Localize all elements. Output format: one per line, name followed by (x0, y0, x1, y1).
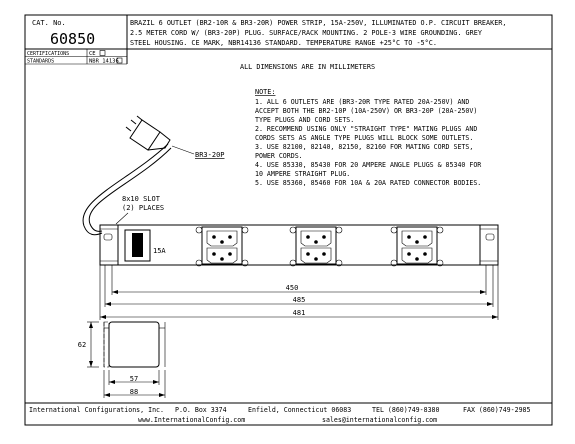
outlet-group-3 (390, 226, 444, 267)
sheet-border (24, 14, 553, 426)
dimension-450: 450 (286, 284, 299, 292)
certifications-value: CE (89, 51, 96, 57)
dimension-57: 57 (130, 375, 138, 383)
ce-checkbox-icon (99, 50, 106, 56)
breaker-rating: 15A (153, 247, 166, 255)
outlet-icon (206, 247, 238, 264)
notes-heading: NOTE: (255, 88, 275, 96)
footer-city: Enfield, Connecticut 06083 (248, 406, 351, 414)
certifications-label: CERTIFICATIONS (27, 51, 69, 57)
outlet-group-2 (289, 226, 343, 267)
plug-icon (125, 115, 171, 151)
mounting-slot-right (485, 233, 495, 241)
notes-list: 1. ALL 6 OUTLETS ARE (BR3-20R TYPE RATED… (255, 98, 481, 187)
plug-label: BR3-20P (195, 151, 225, 159)
dimension-485: 485 (293, 296, 306, 304)
footer-fax: FAX (860)749-2985 (463, 406, 531, 414)
footer-tel: TEL (860)749-8380 (372, 406, 440, 414)
note-line: 4. USE 85330, 85430 FOR 20 AMPERE ANGLE … (255, 161, 481, 169)
description-line-3: STEEL HOUSING. CE MARK, NBR14136 STANDAR… (130, 39, 437, 47)
power-cord-inner (88, 147, 172, 232)
outlet-icon (206, 230, 238, 247)
footer-pobox: P.O. Box 3374 (175, 406, 227, 414)
description-line-2: 2.5 METER CORD W/ (BR3-20P) PLUG. SURFAC… (130, 29, 482, 37)
note-line: POWER CORDS. (255, 152, 303, 160)
note-line: ACCEPT BOTH THE BR2-10P (10A-250V) OR BR… (255, 107, 477, 115)
plug-leader (171, 145, 195, 155)
footer-web: www.InternationalConfig.com (138, 416, 245, 424)
end-view-dimensions (87, 321, 166, 398)
footer-email: sales@internationalconfig.com (322, 416, 437, 424)
outlet-icon (401, 230, 433, 247)
cat-number: 60850 (50, 30, 95, 48)
note-line: CORDS SETS AS ANGLE TYPE PLUGS WILL BLOC… (255, 134, 473, 142)
outlet-icon (300, 247, 332, 264)
outlet-icon (401, 247, 433, 264)
footer-company: International Configurations, Inc. (29, 406, 164, 414)
note-line: 1. ALL 6 OUTLETS ARE (BR3-20R TYPE RATED… (255, 98, 469, 106)
slot-label-2: (2) PLACES (122, 204, 164, 212)
dimension-62: 62 (78, 341, 86, 349)
note-line: 2. RECOMMEND USING ONLY "STRAIGHT TYPE" … (255, 125, 477, 133)
dimension-481: 481 (293, 309, 306, 317)
outlet-group-1 (195, 226, 249, 267)
slot-label-1: 8x10 SLOT (122, 195, 161, 203)
nbr-checkbox-icon (116, 57, 123, 64)
power-cord (82, 143, 169, 236)
slot-leader (115, 212, 129, 225)
description-line-1: BRAZIL 6 OUTLET (BR2-10R & BR3-20R) POWE… (130, 19, 506, 27)
outlet-icon (300, 230, 332, 247)
end-view (103, 321, 166, 368)
power-strip-body (99, 224, 499, 266)
dimension-88: 88 (130, 388, 138, 396)
note-line: 5. USE 85360, 85460 FOR 10A & 20A RATED … (255, 179, 481, 187)
dimensions-note: ALL DIMENSIONS ARE IN MILLIMETERS (240, 63, 375, 71)
dimension-lines (99, 265, 499, 320)
circuit-breaker-icon (124, 229, 151, 262)
cat-label: CAT. No. (32, 19, 66, 27)
mounting-slot-left (103, 233, 113, 241)
standards-label: STANDARDS (27, 59, 54, 65)
note-line: TYPE PLUGS AND CORD SETS. (255, 116, 354, 124)
note-line: 10 AMPERE STRAIGHT PLUG. (255, 170, 350, 178)
standards-value: NBR 14136 (89, 59, 119, 65)
note-line: 3. USE 82100, 82140, 82150, 82160 FOR MA… (255, 143, 473, 151)
